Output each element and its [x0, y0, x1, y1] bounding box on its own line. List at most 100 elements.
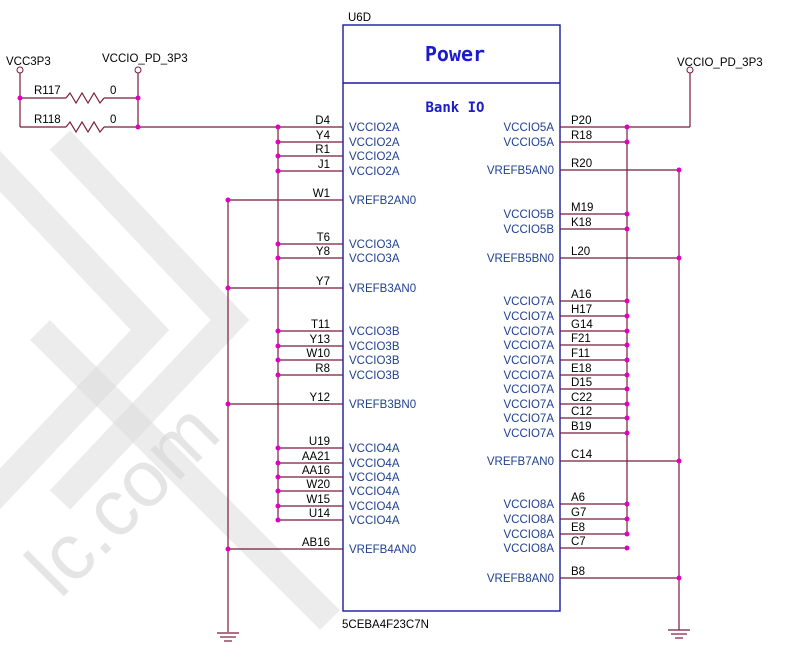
pin-name: VCCIO8A: [504, 529, 555, 541]
pin-number: W1: [313, 188, 330, 200]
pin-name: VCCIO7A: [504, 384, 555, 396]
resistor-r117: R117 0: [17, 85, 141, 105]
junction-dot: [275, 474, 281, 480]
pin-name: VREFB3AN0: [349, 283, 416, 295]
pin-number: W10: [306, 348, 330, 360]
pin-name: VCCIO3A: [349, 239, 400, 251]
pin-number: D4: [315, 115, 330, 127]
junction-dot: [225, 401, 231, 407]
junction-dot: [275, 139, 281, 145]
pin-number: F21: [571, 333, 591, 345]
junction-dot: [624, 313, 630, 319]
junction-dot: [624, 430, 630, 436]
pin-name: VCCIO7A: [504, 296, 555, 308]
ground-icon-right: [668, 629, 690, 639]
pin-number: D15: [571, 377, 592, 389]
junction-dot: [275, 488, 281, 494]
part-subtitle: Bank IO: [425, 100, 484, 116]
junction-dot: [676, 575, 682, 581]
pin-number: AA16: [302, 465, 330, 477]
pin-number: R18: [571, 130, 592, 142]
pin-name: VCCIO8A: [504, 514, 555, 526]
pin-number: C22: [571, 392, 592, 404]
ground-icon-left: [217, 632, 239, 642]
resistor-r118: R118 0: [20, 114, 278, 134]
pin-number: W20: [306, 479, 330, 491]
vcc3p3-label: VCC3P3: [6, 56, 51, 68]
pin-name: VCCIO4A: [349, 443, 400, 455]
junction-dot: [275, 372, 281, 378]
junction-dot: [275, 255, 281, 261]
pin-name: VCCIO7A: [504, 370, 555, 382]
junction-dot: [275, 357, 281, 363]
junction-dot: [275, 503, 281, 509]
pin-number: A16: [571, 289, 591, 301]
junction-dot: [676, 458, 682, 464]
pin-name: VCCIO4A: [349, 486, 400, 498]
pin-number: U14: [309, 508, 331, 520]
pin-number: B19: [571, 421, 591, 433]
pin-name: VCCIO7A: [504, 311, 555, 323]
junction-dot: [624, 531, 630, 537]
pin-name: VCCIO3B: [349, 370, 400, 382]
pin-name: VCCIO5B: [504, 224, 555, 236]
pin-name: VCCIO4A: [349, 472, 400, 484]
pin-number: E8: [571, 522, 585, 534]
pin-name: VCCIO7A: [504, 428, 555, 440]
junction-dot: [275, 328, 281, 334]
pin-name: VCCIO4A: [349, 458, 400, 470]
pin-name: VCCIO4A: [349, 501, 400, 513]
junction-dot: [624, 211, 630, 217]
pin-number: A6: [571, 492, 585, 504]
part-ref: U6D: [348, 12, 371, 24]
pin-number: K18: [571, 217, 591, 229]
junction-dot: [624, 357, 630, 363]
junction-dot: [275, 124, 281, 130]
pin-name: VCCIO5B: [504, 209, 555, 221]
junction-dot: [624, 298, 630, 304]
junction-dot: [275, 241, 281, 247]
pin-name: VREFB5AN0: [487, 165, 554, 177]
pin-number: R8: [315, 363, 330, 375]
junction-dot: [676, 255, 682, 261]
pin-number: G14: [571, 319, 593, 331]
pin-number: T11: [311, 319, 330, 331]
pin-name: VCCIO3A: [349, 253, 400, 265]
pin-number: C14: [571, 449, 593, 461]
pin-name: VREFB2AN0: [349, 195, 416, 207]
junction-dot: [275, 460, 281, 466]
pin-number: J1: [318, 159, 330, 171]
pin-number: AB16: [302, 537, 330, 549]
pin-name: VCCIO4A: [349, 515, 400, 527]
pin-number: M19: [571, 202, 593, 214]
r118-ref: R118: [34, 114, 61, 126]
r117-ref: R117: [34, 85, 61, 97]
pin-number: H17: [571, 304, 592, 316]
